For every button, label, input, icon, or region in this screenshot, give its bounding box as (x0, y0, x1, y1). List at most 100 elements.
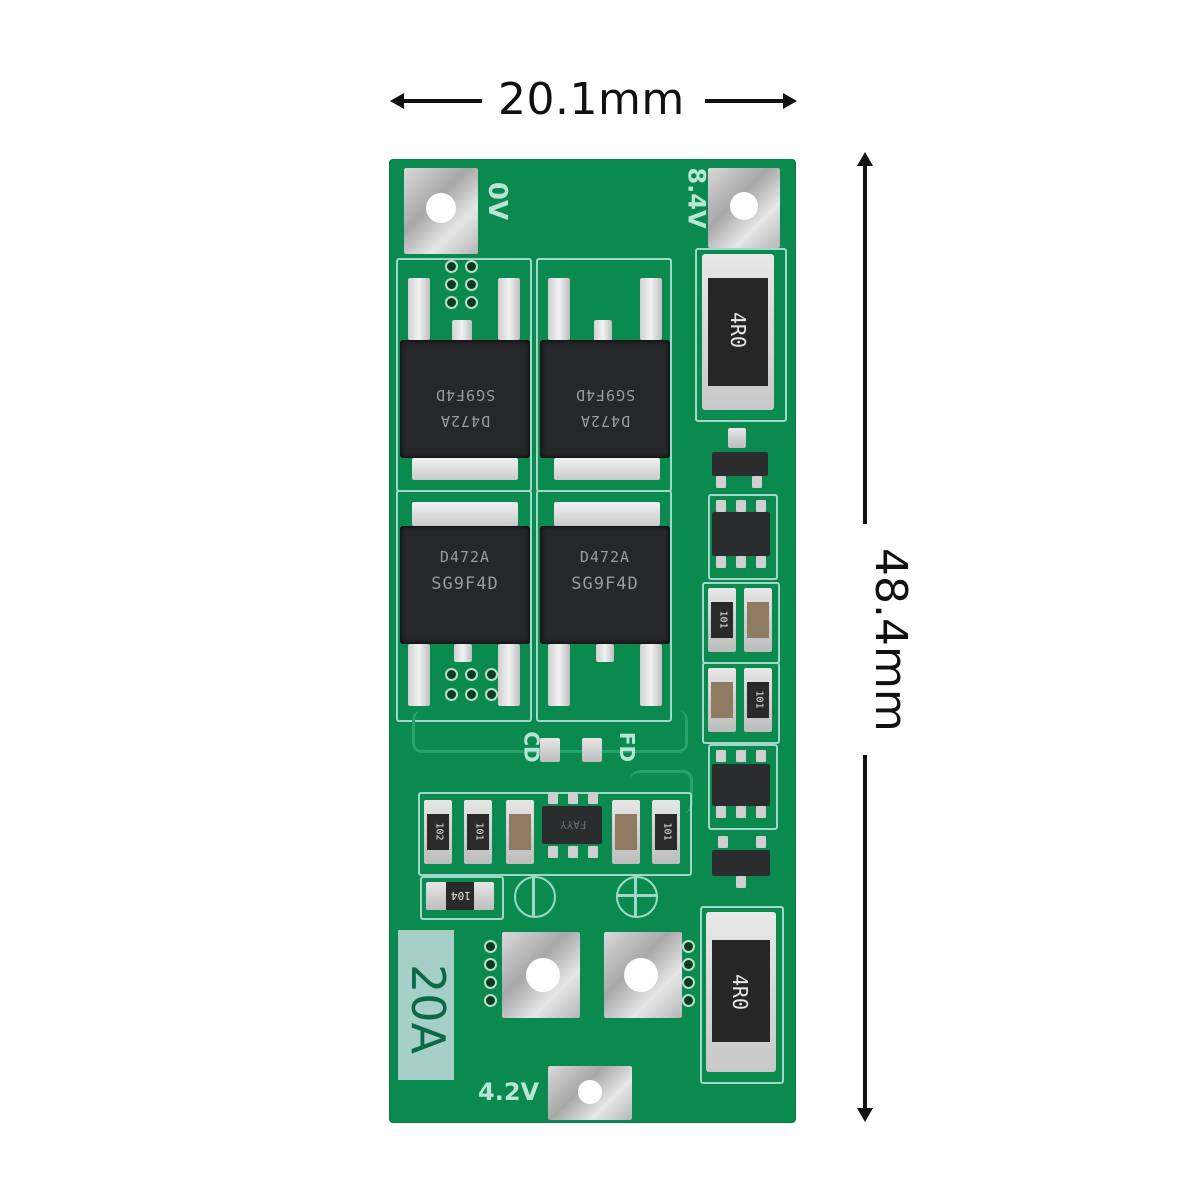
height-dimension-label: 48.4mm (865, 548, 916, 732)
resistor-body (427, 814, 449, 850)
mosfet-leg (548, 278, 570, 340)
width-dimension-line-left (402, 99, 482, 103)
mosfet-tab (412, 458, 518, 480)
component-outline (420, 876, 504, 920)
mosfet-leg (452, 320, 472, 342)
via (445, 296, 458, 309)
ic-pin (752, 476, 762, 488)
ic-pin (716, 806, 726, 818)
mounting-hole (730, 192, 758, 220)
sot23-6-ic (712, 764, 770, 806)
pcb-trace (630, 770, 693, 813)
via (445, 278, 458, 291)
resistor-body (708, 278, 768, 386)
ic-pin (756, 806, 766, 818)
mounting-hole (578, 1080, 602, 1104)
mounting-hole (624, 958, 658, 992)
height-dimension-line-bottom (863, 755, 867, 1110)
capacitor-body (747, 602, 769, 638)
sot23-transistor (712, 850, 770, 876)
resistor-outline (695, 248, 787, 422)
sot23-6-ic (712, 512, 770, 556)
capacitor-body (509, 814, 531, 850)
mosfet-tab (554, 502, 660, 526)
width-dimension-label: 20.1mm (498, 74, 685, 125)
label-fd: FD (615, 731, 640, 763)
sense-resistor-top: 4R0 (702, 254, 774, 410)
smd-resistor: 102 (424, 800, 452, 864)
terminal-pad-4-2v (548, 1066, 632, 1120)
ic-pin (736, 500, 746, 512)
resistor-body (711, 602, 733, 638)
smd-capacitor (708, 668, 736, 732)
resistor-body (712, 940, 770, 1042)
via (445, 688, 458, 701)
smd-resistor: 101 (708, 588, 736, 652)
ic-pin (756, 556, 766, 568)
ic-pin (756, 836, 766, 848)
mosfet-outline (396, 490, 532, 722)
sense-resistor-bottom: 4R0 (706, 912, 776, 1072)
ic-pin (716, 500, 726, 512)
mosfet-leg (596, 644, 614, 662)
resistor-marking: 101 (661, 822, 673, 841)
height-dimension-line-top (863, 164, 867, 524)
mosfet-marking: D472A (439, 548, 491, 566)
ic-marking: FAYY (560, 818, 587, 831)
ic-pin (716, 556, 726, 568)
via (485, 688, 498, 701)
mosfet-leg (498, 278, 520, 340)
resistor-marking: 4R0 (726, 311, 751, 349)
via (465, 278, 478, 291)
ic-pin (736, 806, 746, 818)
smd-capacitor (506, 800, 534, 864)
via (465, 668, 478, 681)
via (484, 994, 497, 1007)
label-0v: 0V (482, 181, 513, 221)
width-arrow-left-icon (390, 93, 404, 109)
mosfet-leg (548, 644, 570, 706)
mosfet-tab (554, 458, 660, 480)
smd-resistor: 101 (744, 668, 772, 732)
mosfet-outline (536, 490, 672, 722)
resistor-marking: 104 (451, 889, 471, 902)
via (682, 994, 695, 1007)
cd-pad (540, 738, 560, 762)
terminal-pad-8-4v (708, 168, 780, 248)
fd-pad (582, 738, 602, 762)
via (445, 668, 458, 681)
battery-terminal-pad-minus (502, 932, 580, 1018)
plus-symbol-bar (616, 894, 656, 897)
ic-pin (588, 846, 598, 858)
mosfet-q2: SG9F4D D472A (540, 340, 670, 458)
resistor-body (747, 682, 769, 718)
mosfet-leg (408, 644, 430, 706)
ic-pin (756, 750, 766, 762)
resistor-outline (700, 906, 784, 1084)
current-rating-text: 20A (401, 963, 455, 1054)
via (465, 260, 478, 273)
ic-pin (568, 846, 578, 858)
height-arrow-down-icon (857, 1108, 873, 1122)
minus-symbol-icon (514, 876, 556, 918)
resistor-marking: 102 (433, 822, 445, 841)
ic-pin (718, 836, 728, 848)
height-arrow-up-icon (857, 152, 873, 166)
via (682, 958, 695, 971)
ic-pin (716, 750, 726, 762)
mosfet-marking: SG9F4D (431, 574, 499, 594)
ic-pin (736, 556, 746, 568)
pcb-board: 0V 8.4V SG9F4D D472A SG9F4D D472A D472A … (390, 160, 795, 1122)
smd-resistor: 101 (652, 800, 680, 864)
mosfet-leg (640, 644, 662, 706)
diode (728, 428, 746, 448)
mosfet-marking: D472A (439, 412, 491, 430)
smd-resistor: 101 (464, 800, 492, 864)
via (465, 296, 478, 309)
mosfet-q4: D472A SG9F4D (540, 526, 670, 644)
via (682, 976, 695, 989)
ic-pin (716, 476, 726, 488)
mosfet-marking: SG9F4D (571, 574, 639, 594)
width-dimension-line-right (705, 99, 785, 103)
mosfet-tab (412, 502, 518, 526)
